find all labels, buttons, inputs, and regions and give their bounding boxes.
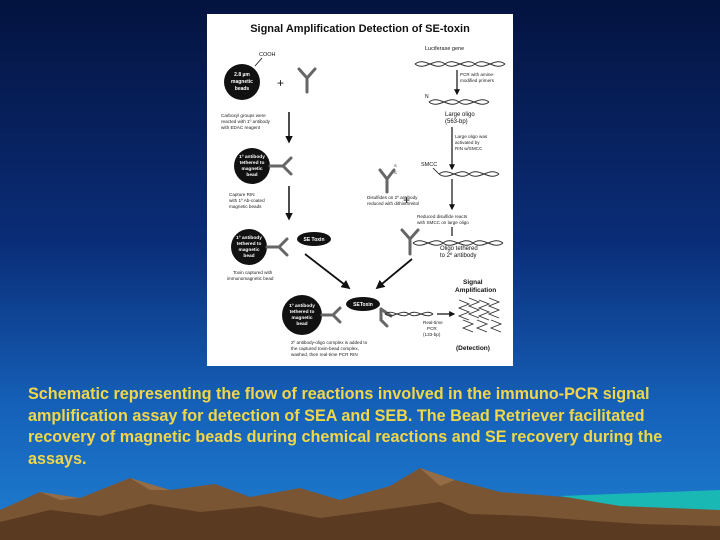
tethered-line2: to 2º antibody <box>440 252 477 259</box>
oligo-line1: Large oligo <box>445 112 475 118</box>
plus-sign-right: + <box>403 193 410 207</box>
disulfide-line2: reduced with dithiothreitol <box>367 201 419 206</box>
realtime-line3: (133-bp) <box>423 332 441 337</box>
detection-label: (Detection) <box>456 345 490 352</box>
se-toxin-2 <box>346 297 380 311</box>
step1-line3: with EDAC reagent <box>221 125 261 130</box>
schematic-figure: Signal Amplification Detection of SE-tox… <box>207 14 513 366</box>
toxin-label-1: SE Toxin <box>303 237 324 243</box>
tethered-antibody-icon-1 <box>268 156 293 176</box>
signal-line1: Signal <box>463 279 483 286</box>
pcr-line1: PCR with amine- <box>460 72 495 77</box>
tethered-antibody-icon-2 <box>265 237 289 257</box>
pcr-line2: modified primers <box>460 78 495 83</box>
complex-line1: 2º antibody-oligo complex is added to <box>291 340 368 345</box>
bead2-line1: 1º antibody <box>239 154 265 160</box>
cooh-label: COOH <box>259 52 276 58</box>
antibody-oligo-complex-icon <box>400 228 420 256</box>
reduced-line1: Reduced disulfide reacts <box>417 214 468 219</box>
bead4-line3: magnetic <box>291 315 312 321</box>
disulfide-line1: Disulfides on 2º antibody <box>367 195 418 200</box>
teal-horizon <box>560 490 720 510</box>
bead2-line2: tethered to <box>240 160 265 166</box>
dna-strand-2 <box>428 99 490 105</box>
slide-caption: Schematic representing the flow of react… <box>28 385 663 468</box>
diagram-title: Signal Amplification Detection of SE-tox… <box>250 23 470 35</box>
complex-line3: washed, then real-time PCR RIN <box>291 352 358 357</box>
bead2-line3: magnetic <box>241 166 262 172</box>
complex-line2: the captured toxin-bead complex, <box>291 346 359 351</box>
step3-line1: Toxin captured with <box>233 270 273 275</box>
toxin-label-2: SEToxin <box>353 302 373 308</box>
bead1-line1: 2.8 µm <box>234 72 250 78</box>
smcc-label: SMCC <box>421 162 437 168</box>
n-label: N <box>425 94 429 100</box>
activated-line2: activated by <box>455 140 480 145</box>
schematic-diagram: Signal Amplification Detection of SE-tox… <box>221 23 506 357</box>
realtime-line1: Real-time <box>423 320 443 325</box>
realtime-line2: PCR <box>427 326 437 331</box>
bead1-line3: beads <box>235 86 250 92</box>
bead1-line2: magnetic <box>231 79 253 85</box>
step3-line2: immunomagnetic bead <box>227 276 274 281</box>
amplified-dna-icon <box>457 297 503 333</box>
step1-line2: reacted with 1º antibody <box>221 119 271 124</box>
step2-line2: with 1º Ab-coated <box>229 198 265 203</box>
s-label-2: S <box>394 170 397 175</box>
antibody-disulfide-icon <box>378 168 396 194</box>
secondary-antibody-icon <box>379 307 393 328</box>
oligo-line2: (563-bp) <box>445 119 468 125</box>
dna-strand-3 <box>438 171 500 177</box>
antibody-icon <box>297 67 317 94</box>
gene-label: Luciferase gene <box>425 46 464 52</box>
bead4-line1: 1º antibody <box>289 303 315 309</box>
magnetic-bead-3 <box>231 229 267 265</box>
mountain-range-background <box>0 468 720 540</box>
bead3-line2: tethered to <box>237 241 262 247</box>
bead4-line2: tethered to <box>290 309 315 315</box>
step2-line1: Capture RIN <box>229 192 255 197</box>
activated-line3: RIN w/SMCC <box>455 146 483 151</box>
tethered-line1: Oligo tethered <box>440 246 478 252</box>
magnetic-bead-4 <box>282 295 322 335</box>
bead3-line1: 1º antibody <box>236 235 262 241</box>
near-mountains <box>0 502 720 540</box>
dna-strand-1 <box>414 61 506 67</box>
reduced-line2: with SMCC on large oligo <box>417 220 469 225</box>
step2-line3: magnetic beads <box>229 204 262 209</box>
bead2-line4: bead <box>246 172 257 178</box>
plus-sign-left: + <box>277 76 284 90</box>
s-label-1: S <box>394 163 397 168</box>
tethered-antibody-icon-3 <box>320 306 342 324</box>
dna-strand-5 <box>384 311 434 317</box>
activated-line1: Large oligo was <box>455 134 488 139</box>
step1-line1: Carboxyl groups were <box>221 113 266 118</box>
bead4-line4: bead <box>296 321 307 327</box>
bead3-line4: bead <box>243 253 254 259</box>
magnetic-bead-1 <box>224 64 260 100</box>
se-toxin-1 <box>297 232 331 246</box>
dna-strand-4 <box>412 240 504 246</box>
bead3-line3: magnetic <box>238 247 259 253</box>
signal-line2: Amplification <box>455 287 496 294</box>
magnetic-bead-2 <box>234 148 270 184</box>
